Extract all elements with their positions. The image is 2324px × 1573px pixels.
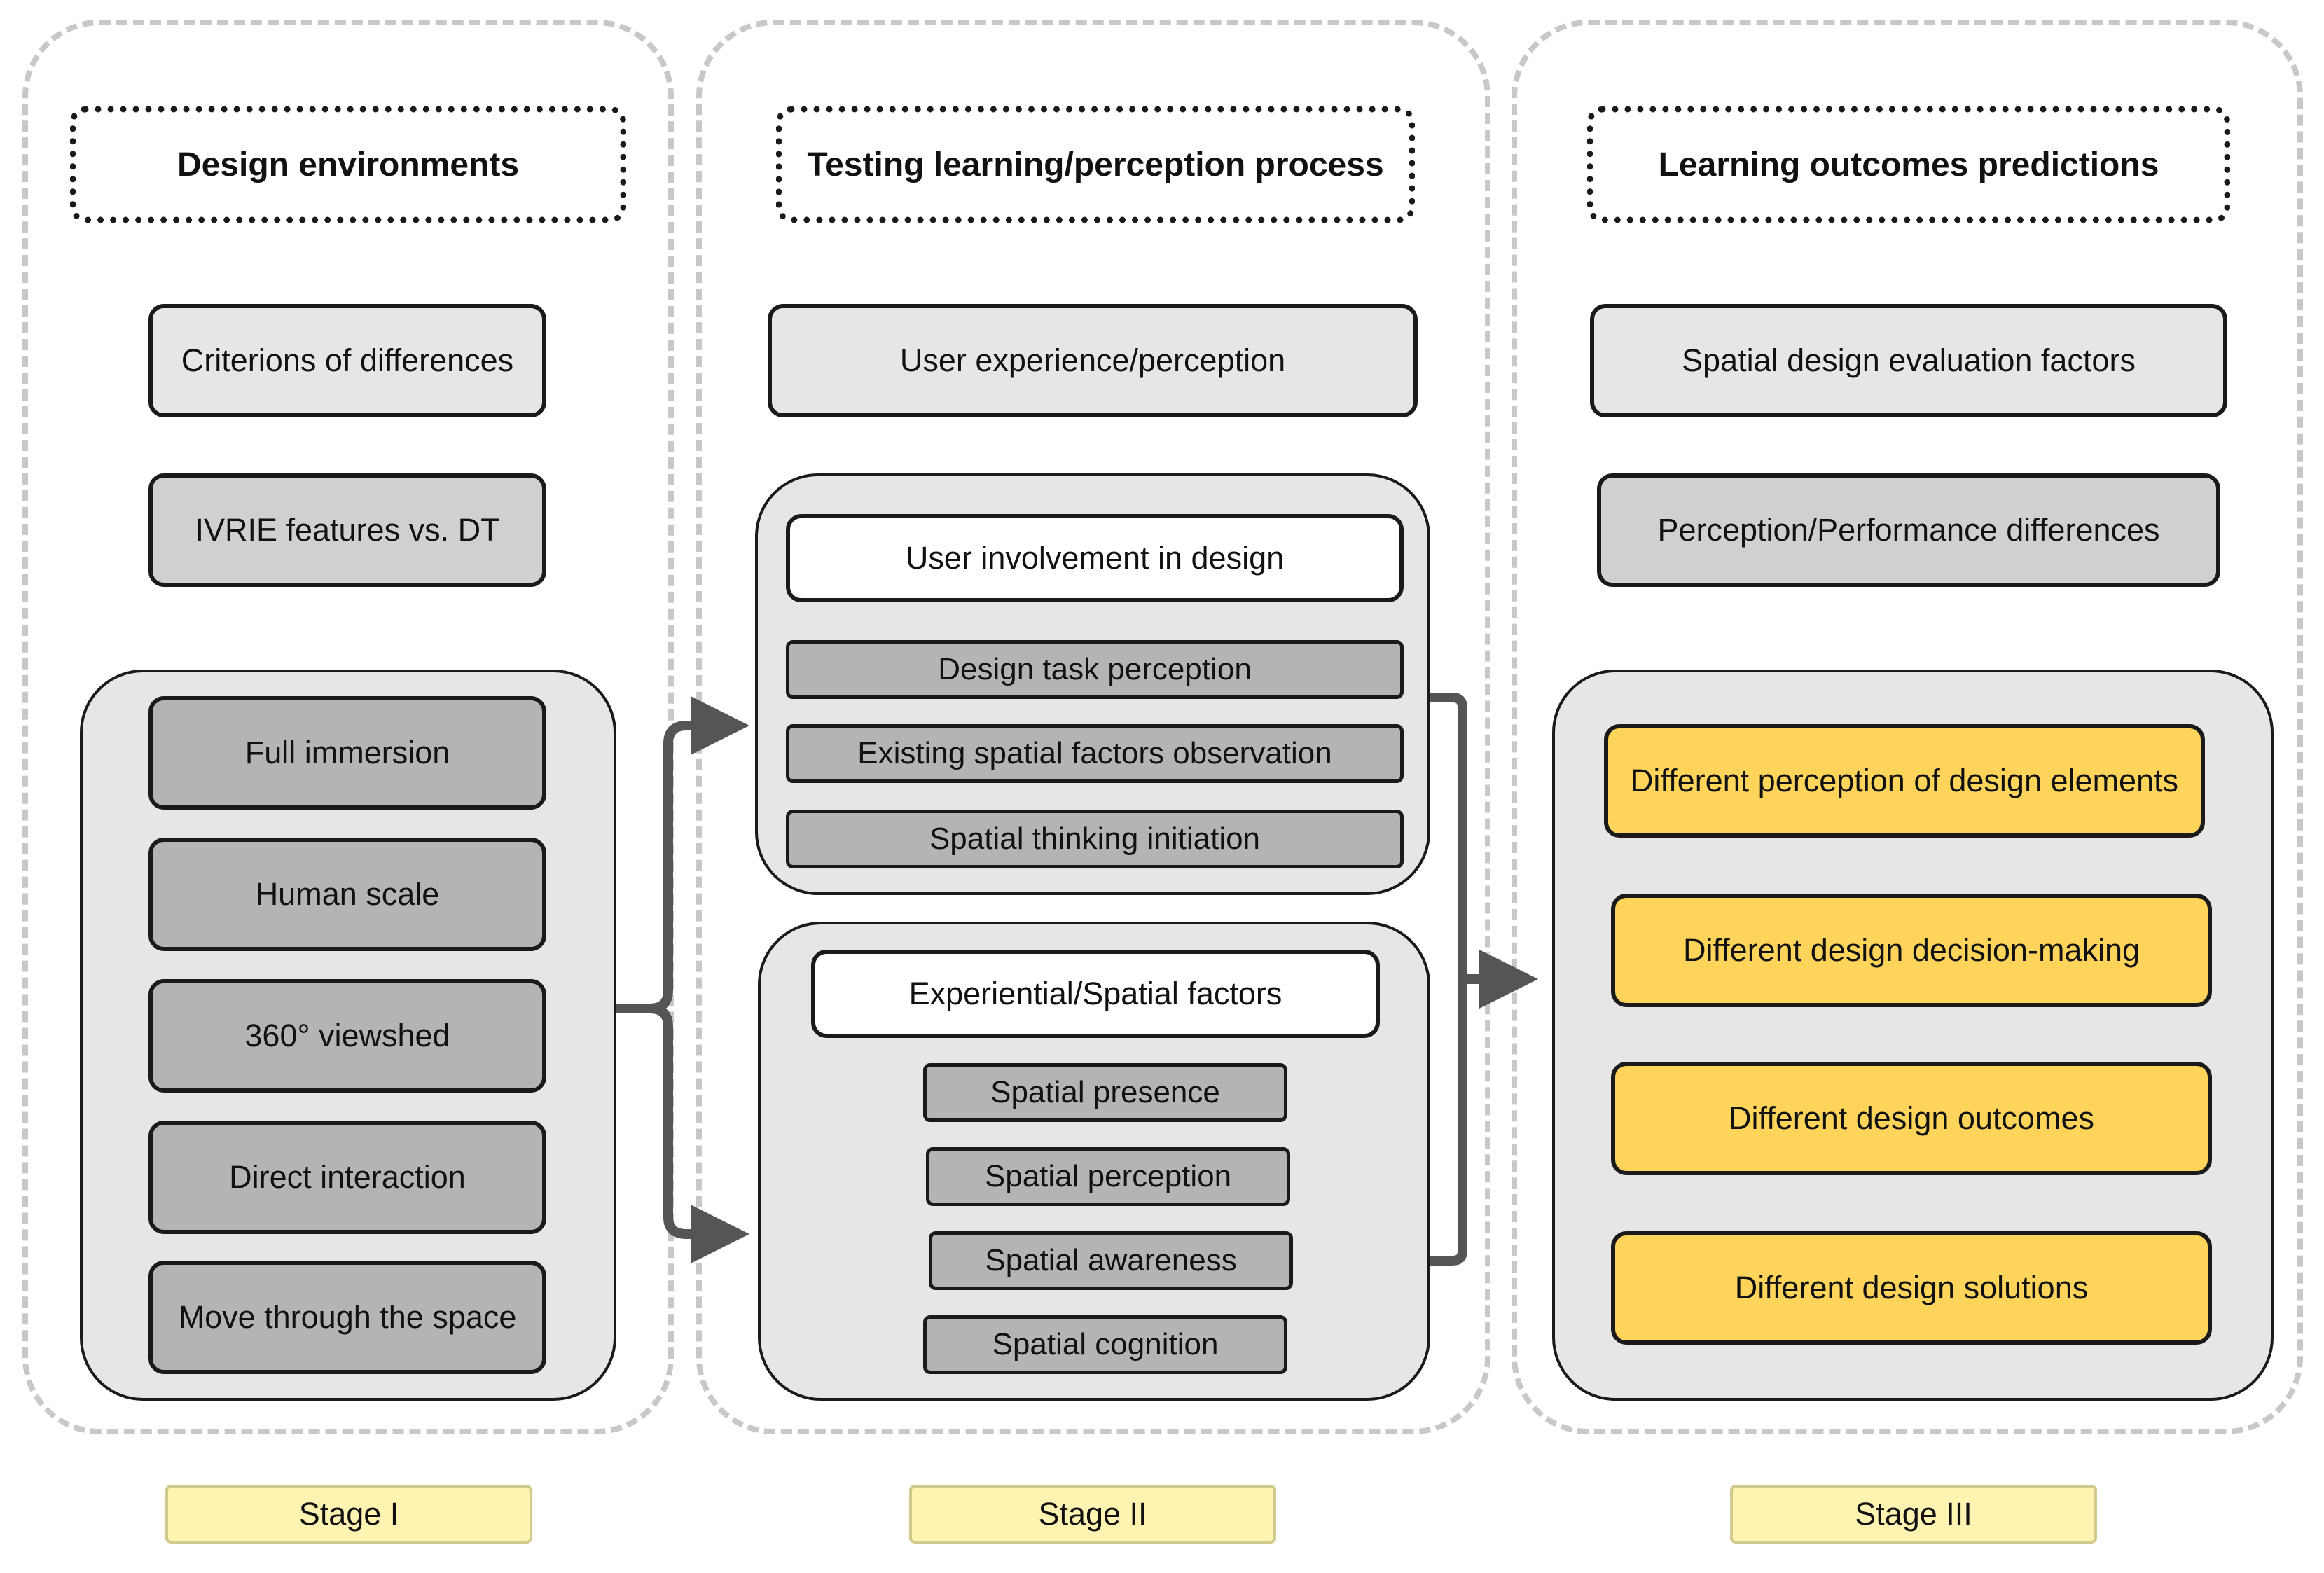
existing-spatial-factors-box: Existing spatial factors observation <box>786 724 1404 783</box>
experiential-factors-title: Experiential/Spatial factors <box>811 950 1380 1038</box>
ivrie-features-box: IVRIE features vs. DT <box>148 473 546 587</box>
different-decision-making-box: Different design decision-making <box>1611 894 2212 1007</box>
perception-performance-box: Perception/Performance differences <box>1597 473 2220 587</box>
bracket-right-stage-2 <box>1430 693 1467 1266</box>
stage-2-header: Testing learning/perception process <box>776 106 1415 223</box>
different-design-solutions-box: Different design solutions <box>1611 1231 2212 1345</box>
spatial-design-evaluation-box: Spatial design evaluation factors <box>1590 304 2227 417</box>
spatial-awareness-box: Spatial awareness <box>929 1231 1293 1290</box>
design-task-perception-box: Design task perception <box>786 640 1404 699</box>
stage-3-label: Stage III <box>1730 1485 2097 1544</box>
arrow-to-experiential-factors <box>616 1004 749 1263</box>
different-design-outcomes-box: Different design outcomes <box>1611 1062 2212 1175</box>
direct-interaction-box: Direct interaction <box>148 1121 546 1234</box>
spatial-thinking-initiation-box: Spatial thinking initiation <box>786 810 1404 868</box>
arrow-to-user-involvement <box>616 696 749 1013</box>
stage-1-header: Design environments <box>70 106 626 223</box>
different-perception-box: Different perception of design elements <box>1604 724 2205 838</box>
viewshed-360-box: 360° viewshed <box>148 979 546 1093</box>
spatial-cognition-box: Spatial cognition <box>923 1315 1287 1374</box>
user-experience-box: User experience/perception <box>768 304 1418 417</box>
spatial-perception-box: Spatial perception <box>926 1147 1290 1206</box>
move-through-space-box: Move through the space <box>148 1261 546 1374</box>
human-scale-box: Human scale <box>148 838 546 951</box>
full-immersion-box: Full immersion <box>148 696 546 810</box>
spatial-presence-box: Spatial presence <box>923 1063 1287 1122</box>
stage-3-header: Learning outcomes predictions <box>1587 106 2230 223</box>
stage-2-label: Stage II <box>909 1485 1276 1544</box>
user-involvement-title: User involvement in design <box>786 514 1404 602</box>
criterions-of-differences-box: Criterions of differences <box>148 304 546 417</box>
stage-1-label: Stage I <box>165 1485 532 1544</box>
